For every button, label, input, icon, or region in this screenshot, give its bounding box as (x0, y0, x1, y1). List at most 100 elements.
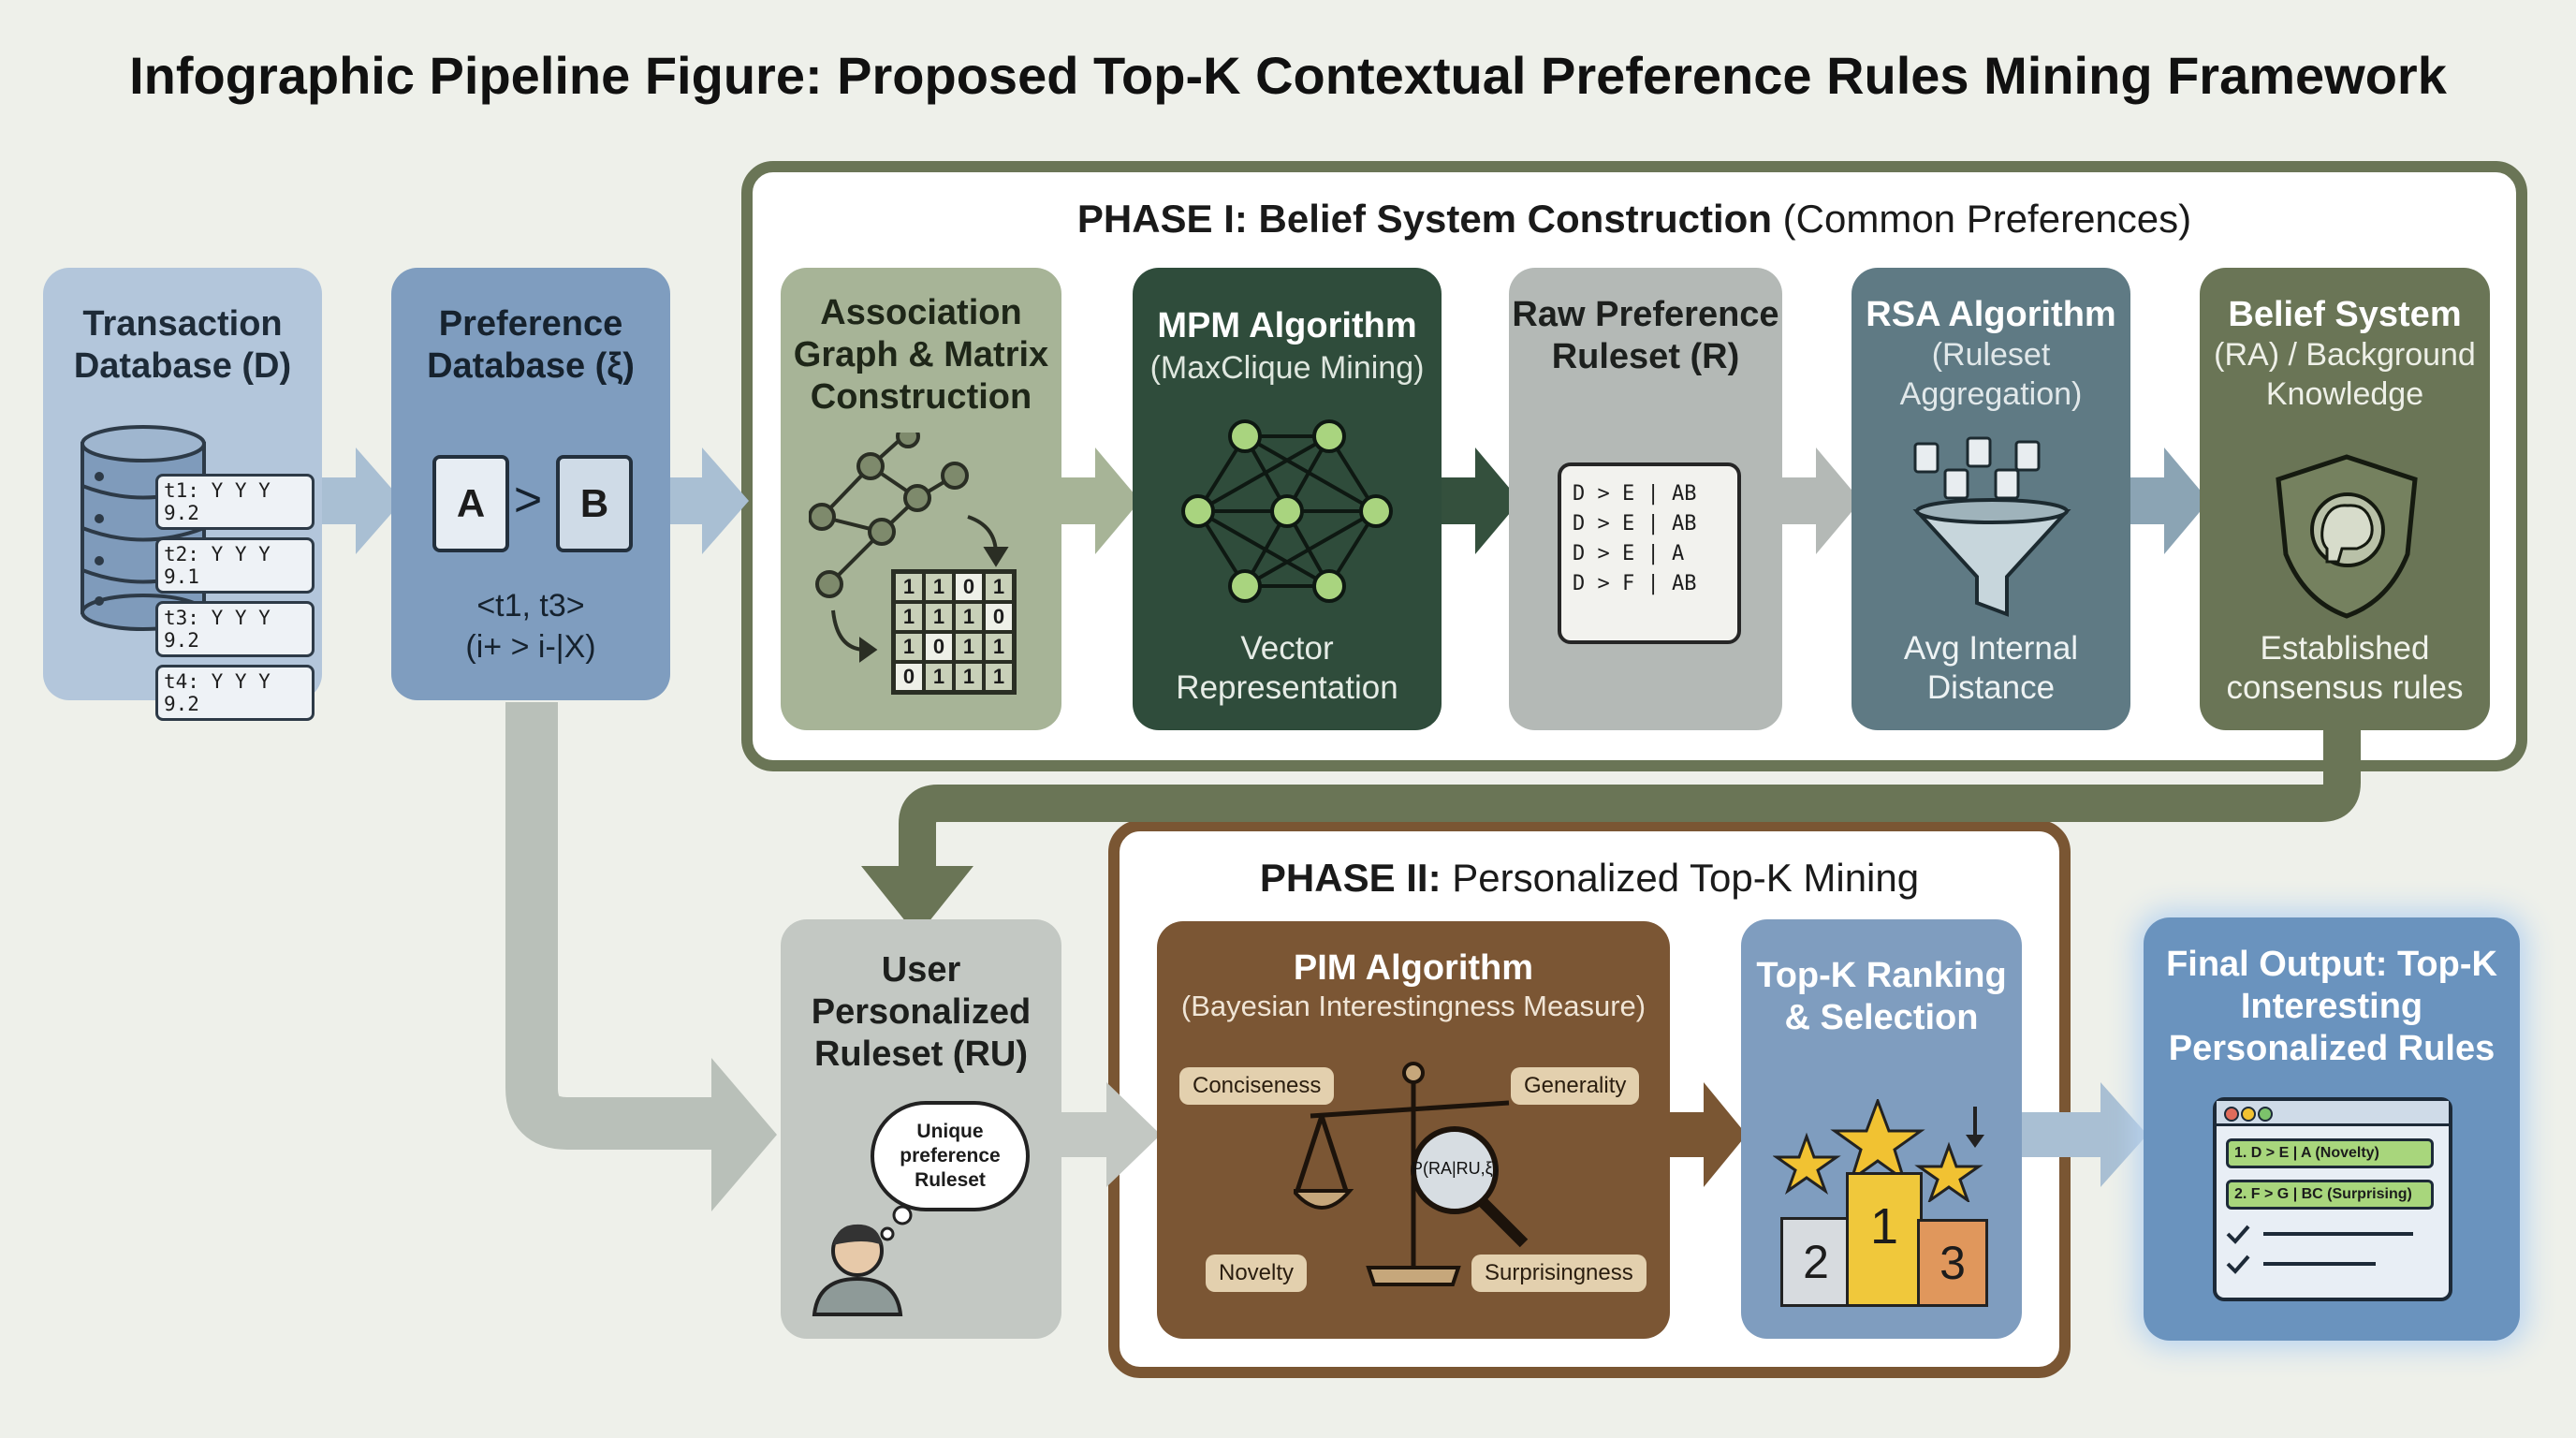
matrix-cell: 1 (924, 602, 954, 632)
transaction-database-card: Transaction Database (D) t1: Y Y Y 9.2 t… (43, 268, 322, 721)
mpm-title: MPM Algorithm (1157, 306, 1417, 345)
pim-title: PIM Algorithm (1293, 948, 1534, 988)
matrix-cell: 0 (894, 662, 924, 692)
topk-title: Top-K Ranking & Selection (1756, 956, 2007, 1037)
podium-second: 2 (1780, 1217, 1852, 1307)
thought-bubble: Unique preference Ruleset (871, 1101, 1030, 1211)
greater-than-symbol: > (513, 473, 543, 527)
checklist-icon (2226, 1225, 2413, 1274)
raw-ruleset-title: Raw Preference Ruleset (R) (1512, 295, 1779, 376)
window-maximize-icon (2258, 1107, 2273, 1122)
matrix-cell: 1 (954, 662, 984, 692)
association-card: Association Graph & Matrix Construction … (781, 268, 1061, 730)
transaction-row: t2: Y Y Y 9.1 (155, 537, 315, 594)
arrow-raw-to-rsa (1782, 448, 1861, 554)
preference-notation: (i+ > i-|X) (465, 629, 596, 665)
transaction-row: t1: Y Y Y 9.2 (155, 474, 315, 530)
belief-system-bottom-label: Established consensus rules (2226, 630, 2464, 706)
transaction-database-title: Transaction Database (D) (73, 304, 292, 386)
rule-item: D > F | AB (1573, 572, 1697, 595)
pim-subtitle: (Bayesian Interestingness Measure) (1180, 990, 1647, 1022)
arrow-topk-to-final (2022, 1082, 2147, 1187)
matrix-cell: 0 (984, 602, 1014, 632)
topk-card: Top-K Ranking & Selection 2 1 3 (1741, 919, 2022, 1339)
association-title: Association Graph & Matrix Construction (793, 293, 1049, 417)
funnel-icon (1912, 436, 2071, 617)
rsa-title: RSA Algorithm (1866, 295, 2116, 334)
matrix-cell: 1 (954, 632, 984, 662)
mpm-subtitle: (MaxClique Mining) (1149, 350, 1425, 386)
stars-icon (1773, 1099, 1984, 1202)
graph-matrix-icon (809, 433, 1009, 663)
transaction-row: t4: Y Y Y 9.2 (155, 665, 315, 721)
rule-item: D > E | AB (1573, 512, 1697, 536)
arrow-db-to-pref (322, 448, 402, 554)
arrow-pref-to-user (711, 1058, 777, 1211)
arrow-belief-to-user (899, 730, 2361, 871)
tag-surprisingness: Surprisingness (1471, 1255, 1647, 1292)
rsa-bottom-label: Avg Internal Distance (1903, 630, 2079, 706)
window-close-icon (2224, 1107, 2239, 1122)
pim-card: PIM Algorithm (Bayesian Interestingness … (1157, 921, 1670, 1339)
user-ruleset-card: User Personalized Ruleset (RU) Unique pr… (781, 919, 1061, 1339)
scroll-icon: D > E | AB D > E | AB D > E | A D > F | … (1558, 462, 1741, 644)
raw-ruleset-card: Raw Preference Ruleset (R) D > E | AB D … (1509, 268, 1782, 730)
matrix-cell: 0 (954, 572, 984, 602)
matrix-cell: 1 (924, 572, 954, 602)
matrix-cell: 1 (984, 632, 1014, 662)
mpm-bottom-label: Vector Representation (1176, 630, 1398, 706)
transaction-rows: t1: Y Y Y 9.2 t2: Y Y Y 9.1 t3: Y Y Y 9.… (155, 474, 315, 721)
balance-scale-icon (1294, 1062, 1529, 1286)
rsa-card: RSA Algorithm (Ruleset Aggregation) Avg … (1852, 268, 2130, 730)
preference-database-title: Preference Database (ξ) (427, 304, 635, 386)
formula-label: P(RA|RU,ξ) (1412, 1159, 1499, 1178)
phase2-title: PHASE II: Personalized Top-K Mining (1259, 856, 1920, 900)
transaction-row: t3: Y Y Y 9.2 (155, 601, 315, 657)
document-b-icon: B (556, 455, 633, 552)
rule-item: D > E | AB (1573, 482, 1697, 506)
matrix-cell: 0 (924, 632, 954, 662)
belief-system-title: Belief System (2228, 295, 2462, 334)
arrow-assoc-to-mpm (1061, 448, 1140, 554)
matrix-cell: 1 (924, 662, 954, 692)
matrix-cell: 1 (894, 602, 924, 632)
belief-system-subtitle: (RA) / Background Knowledge (2214, 337, 2476, 412)
podium-first: 1 (1846, 1172, 1923, 1307)
output-rule-1: 1. D > E | A (Novelty) (2226, 1138, 2434, 1168)
arrow-pim-to-topk (1670, 1082, 1747, 1187)
shield-brain-icon (2276, 454, 2418, 619)
rule-item: D > E | A (1573, 542, 1685, 565)
matrix-cell: 1 (954, 602, 984, 632)
preference-database-card: Preference Database (ξ) A > B <t1, t3> (… (391, 268, 670, 700)
arrow-mpm-to-raw (1442, 448, 1520, 554)
clique-graph-icon (1181, 419, 1393, 603)
matrix-cell: 1 (894, 572, 924, 602)
arrow-rsa-to-belief (2130, 448, 2209, 554)
final-output-title: Final Output: Top-K Interesting Personal… (2166, 945, 2497, 1068)
output-window: 1. D > E | A (Novelty) 2. F > G | BC (Su… (2213, 1097, 2452, 1301)
rsa-subtitle: (Ruleset Aggregation) (1899, 337, 2083, 412)
podium-third: 3 (1917, 1219, 1988, 1307)
window-minimize-icon (2241, 1107, 2256, 1122)
mpm-card: MPM Algorithm (MaxClique Mining) Vector … (1133, 268, 1442, 730)
arrow-user-to-pim (1061, 1082, 1161, 1187)
matrix-cell: 1 (984, 572, 1014, 602)
matrix-cell: 1 (984, 662, 1014, 692)
user-ruleset-title: User Personalized Ruleset (RU) (811, 950, 1032, 1074)
matrix-cell: 1 (894, 632, 924, 662)
figure-title: Infographic Pipeline Figure: Proposed To… (129, 46, 2447, 105)
phase1-title: PHASE I: Belief System Construction (Com… (1076, 197, 2192, 241)
preference-pair: <t1, t3> (476, 588, 585, 624)
arrow-pref-to-phase1 (668, 448, 749, 554)
belief-system-card: Belief System (RA) / Background Knowledg… (2200, 268, 2490, 730)
tag-novelty: Novelty (1206, 1255, 1308, 1292)
user-avatar-icon (812, 1205, 913, 1316)
output-rule-2: 2. F > G | BC (Surprising) (2226, 1180, 2434, 1210)
final-output-card: Final Output: Top-K Interesting Personal… (2144, 917, 2520, 1341)
window-titlebar (2217, 1101, 2449, 1126)
tag-generality: Generality (1511, 1067, 1640, 1105)
document-a-icon: A (432, 455, 509, 552)
tag-conciseness: Conciseness (1179, 1067, 1335, 1105)
